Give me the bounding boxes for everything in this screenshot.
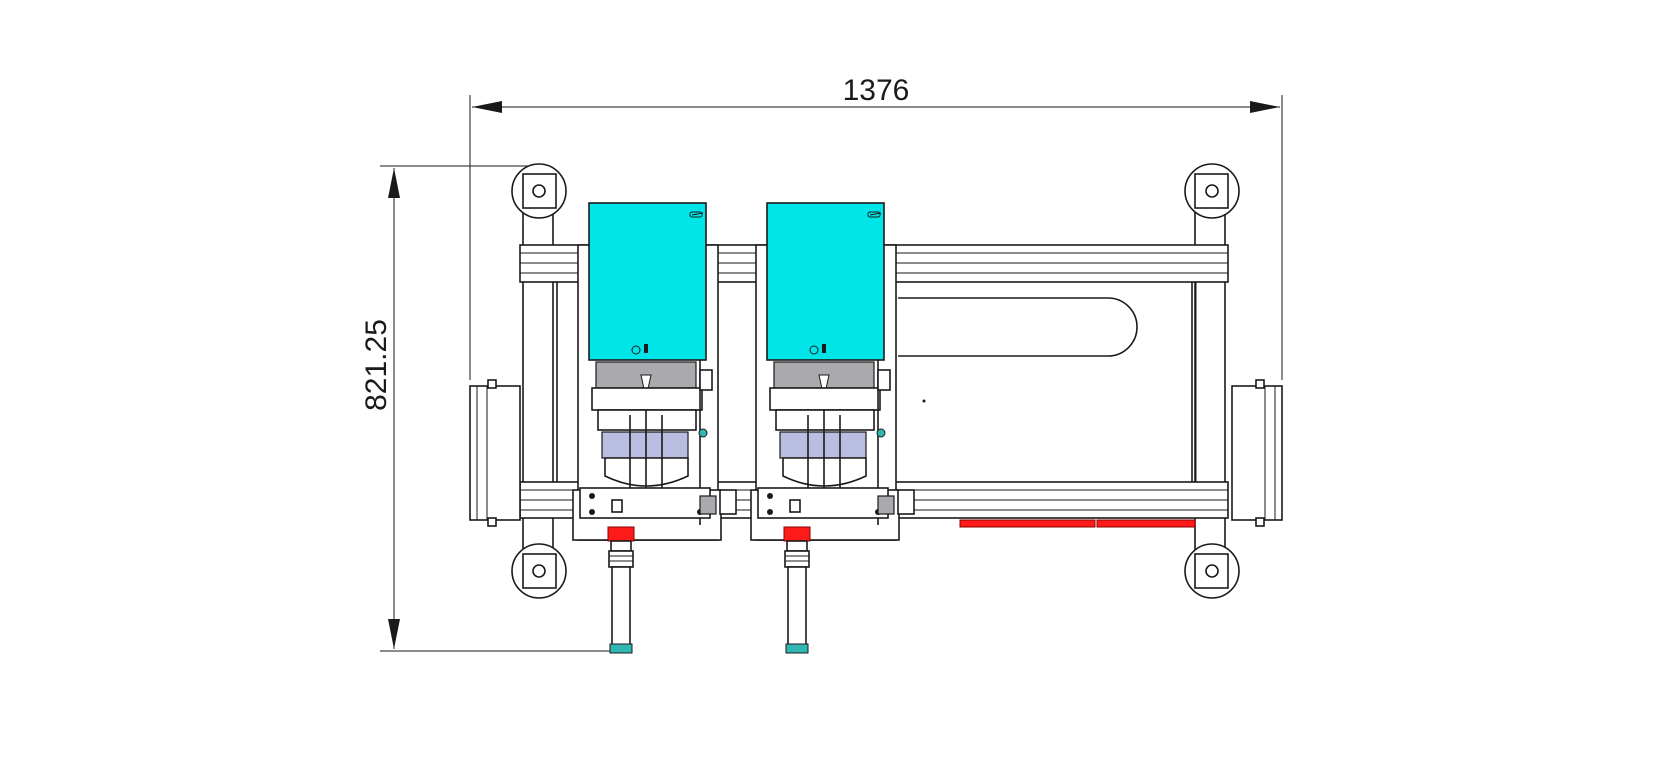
corner-foot-bottom-right — [1184, 543, 1240, 599]
red-connector-left — [607, 526, 635, 542]
red-connector-right — [783, 526, 811, 542]
corner-foot-bottom-left — [511, 543, 567, 599]
width-dimension: 1376 — [469, 74, 1283, 380]
end-plate-right — [1231, 379, 1283, 527]
dispensing-unit-right — [750, 202, 915, 654]
cyan-housing-right — [766, 202, 885, 361]
height-dimension: 821.25 — [360, 165, 620, 652]
red-guide-strip — [959, 519, 1196, 528]
end-plate-left — [469, 379, 521, 527]
height-dimension-label: 821.25 — [360, 319, 393, 411]
dispensing-unit-left — [572, 202, 737, 654]
corner-foot-top-left — [511, 163, 567, 219]
corner-foot-top-right — [1184, 163, 1240, 219]
width-dimension-label: 1376 — [843, 74, 910, 107]
cyan-housing-left — [588, 202, 707, 361]
nozzle-tip-right — [785, 643, 809, 654]
nozzle-tip-left — [609, 643, 633, 654]
